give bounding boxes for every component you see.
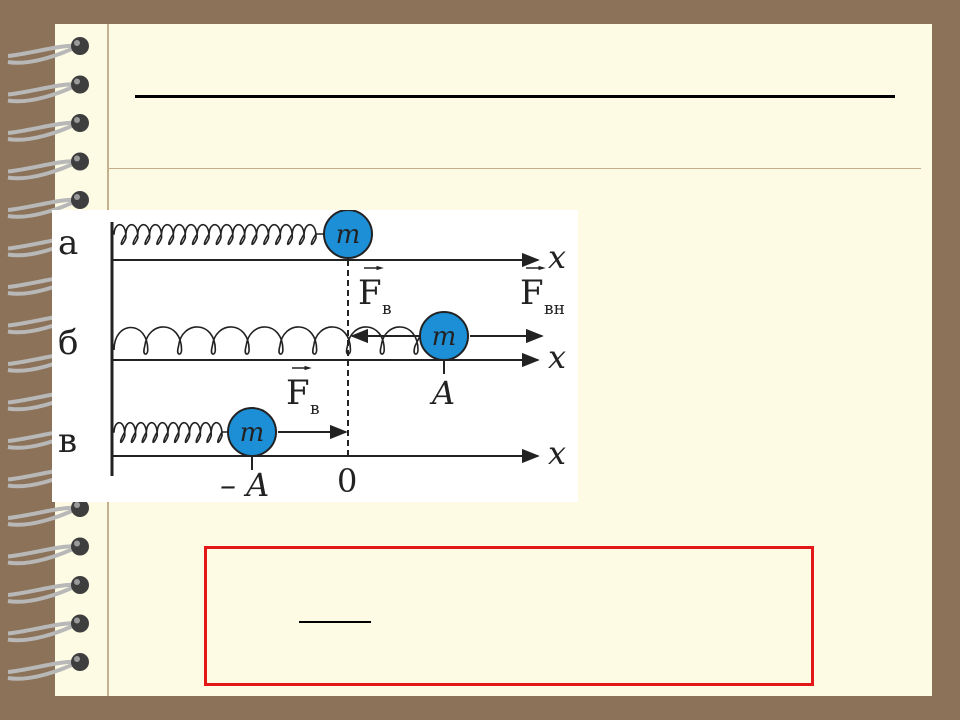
svg-text:m: m [240, 418, 265, 448]
binding-ring [7, 37, 89, 65]
svg-text:m: m [336, 220, 361, 250]
binding-ring [7, 499, 89, 527]
binding-ring [7, 537, 89, 566]
axis-label-a: x [548, 238, 566, 276]
fraction-bar [299, 621, 371, 623]
tick-label-neg-amplitude: – A [220, 466, 269, 502]
binding-ring [7, 152, 89, 181]
binding-ring [7, 191, 89, 219]
binding-ring [7, 653, 89, 681]
svg-text:вн: вн [544, 299, 565, 319]
svg-text:в: в [310, 399, 320, 419]
formula-frame [204, 546, 814, 686]
spring-b [113, 326, 421, 355]
binding-ring [7, 576, 89, 604]
header-divider [109, 168, 921, 169]
spring-oscillation-diagram: а б в x x x m m m F в F вн F в [52, 210, 578, 502]
spring-v [112, 421, 228, 444]
svg-text:F: F [520, 273, 544, 313]
binding-ring [7, 75, 89, 104]
binding-ring [7, 114, 89, 142]
svg-text:в: в [382, 299, 392, 319]
row-label-v: в [58, 421, 77, 461]
svg-text:F: F [358, 273, 382, 313]
title-underline [135, 95, 895, 98]
mass-a: m [323, 210, 373, 259]
label-elastic-force-bottom: F в [286, 365, 320, 419]
mass-b: m [419, 311, 469, 361]
tick-label-amplitude: A [429, 374, 455, 412]
mass-v: m [227, 407, 277, 457]
row-label-a: а [58, 223, 78, 263]
row-label-b: б [58, 323, 78, 363]
axis-label-b: x [548, 338, 566, 376]
tick-label-zero: 0 [337, 462, 357, 500]
label-external-force: F вн [520, 265, 565, 319]
svg-text:m: m [432, 322, 457, 352]
axis-label-v: x [548, 434, 566, 472]
label-elastic-force-top: F в [358, 265, 392, 319]
binding-ring [7, 614, 89, 643]
spring-a [112, 223, 324, 246]
svg-text:F: F [286, 373, 310, 413]
